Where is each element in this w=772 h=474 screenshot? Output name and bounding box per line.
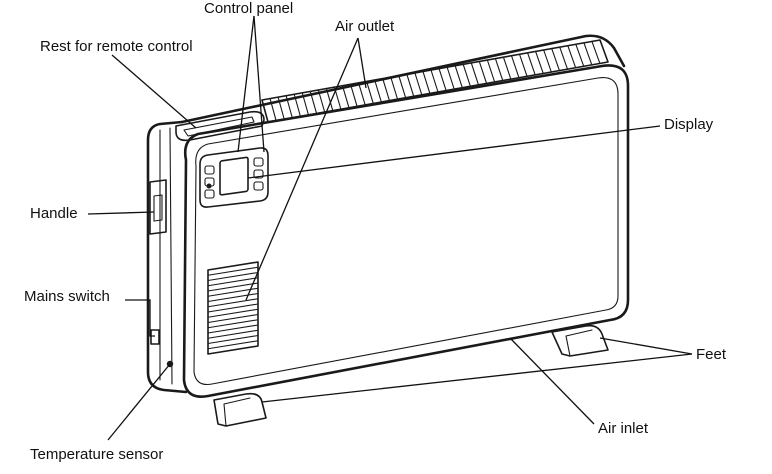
outlet-slat [551, 48, 560, 72]
outlet-slat [518, 53, 528, 77]
outlet-slat [502, 56, 512, 80]
outlet-slat [478, 60, 488, 84]
grille-slat [207, 292, 259, 303]
outlet-slat [470, 62, 480, 86]
mains-switch [150, 329, 160, 345]
label-handle: Handle [30, 205, 78, 222]
outlet-slat [575, 43, 585, 67]
outlet-slat [591, 40, 601, 64]
grille-slat [207, 308, 259, 318]
grille-slat [207, 324, 259, 334]
outlet-slat [430, 69, 439, 93]
outlet-slat [309, 90, 318, 114]
outlet-slat [462, 63, 471, 87]
leader-lines [87, 15, 693, 441]
outlet-slat [277, 96, 285, 120]
outlet-slat [543, 49, 552, 73]
grille-slat [207, 334, 259, 345]
outlet-slat [567, 45, 577, 69]
outlet-slat [510, 55, 520, 79]
grille-slat [207, 282, 259, 292]
grille-slat [207, 319, 259, 329]
power-icon [206, 183, 212, 189]
label-mains-switch: Mains switch [24, 288, 110, 305]
outlet-slat [446, 66, 455, 90]
grille-slat [207, 340, 259, 350]
grille-slat [207, 298, 259, 308]
outlet-slat [269, 98, 277, 122]
air-outlet-grille [261, 39, 609, 123]
grille-slat [207, 287, 259, 297]
outlet-slat [398, 75, 407, 99]
grille-slat [207, 271, 259, 282]
label-control-panel: Control panel [204, 0, 294, 17]
outlet-slat [406, 73, 415, 97]
outlet-slat [341, 85, 350, 109]
handle [149, 179, 167, 235]
outlet-slat [382, 78, 390, 102]
foot-back [551, 324, 609, 357]
outlet-slat [535, 50, 544, 74]
display-screen [219, 156, 249, 196]
outlet-slat [349, 83, 358, 107]
outlet-slat [325, 88, 334, 112]
outlet-slat [527, 52, 536, 76]
outlet-slat [559, 46, 569, 70]
outlet-slat [422, 70, 431, 94]
outlet-slat [317, 89, 326, 113]
outlet-slat [285, 95, 293, 119]
label-display: Display [664, 116, 714, 133]
foot-front [213, 392, 267, 427]
grille-slat [207, 266, 259, 276]
outlet-slat [486, 59, 496, 83]
control-panel [199, 147, 269, 208]
outlet-slat [414, 72, 423, 96]
label-temperature-sensor: Temperature sensor [30, 446, 164, 463]
label-feet: Feet [696, 346, 727, 363]
outlet-slat [454, 65, 463, 89]
outlet-slat [583, 42, 593, 66]
label-rest-remote: Rest for remote control [40, 38, 193, 55]
outlet-slat [374, 79, 382, 103]
outlet-slat [438, 68, 447, 92]
grille-slat [207, 303, 259, 313]
heater-body [146, 34, 630, 398]
front-grille [207, 261, 259, 355]
outlet-slat [390, 76, 399, 100]
grille-slat [207, 277, 259, 287]
outlet-slat [494, 58, 504, 82]
grille-slat [207, 329, 259, 339]
outlet-slat [366, 80, 374, 104]
label-air-outlet: Air outlet [335, 18, 395, 35]
outlet-slat [293, 93, 301, 117]
label-air-inlet: Air inlet [598, 420, 649, 437]
grille-slat [207, 313, 259, 324]
outlet-slat [301, 92, 310, 116]
outlet-slat [358, 82, 366, 106]
